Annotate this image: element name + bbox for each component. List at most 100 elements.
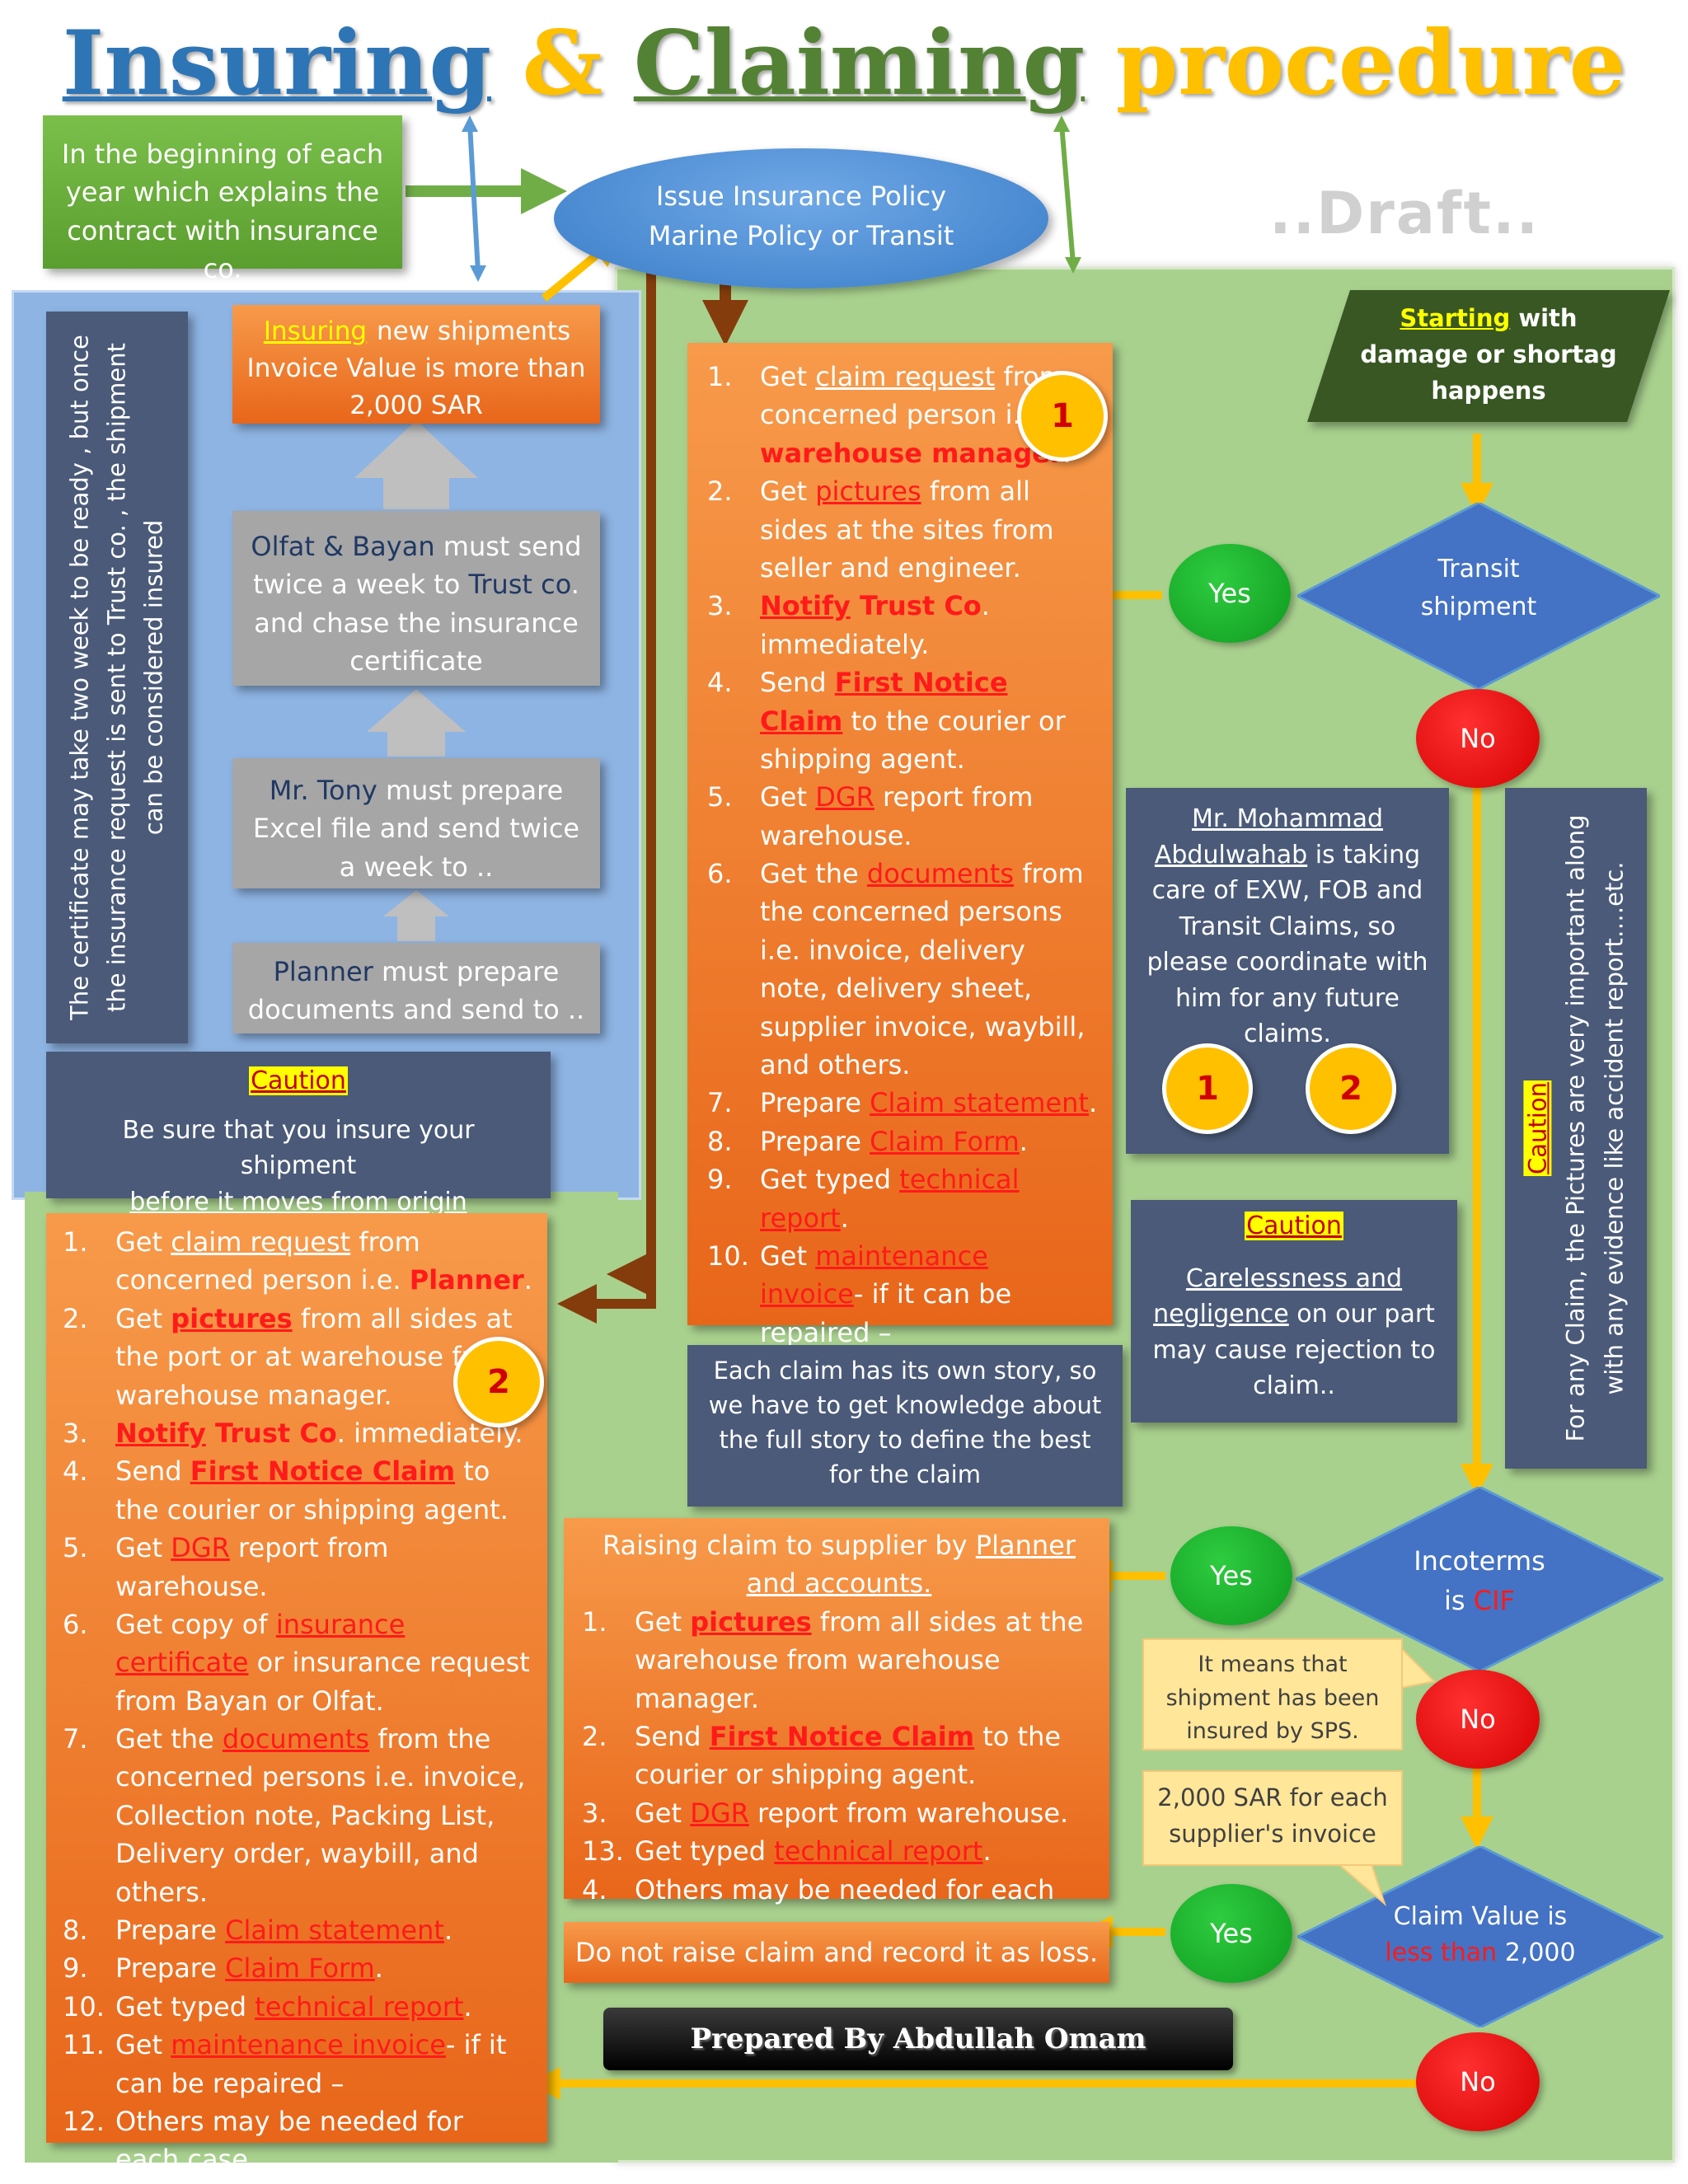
list-number: 5.: [63, 1532, 88, 1564]
list-number: 7.: [63, 1723, 88, 1755]
list-text-part: report from warehouse.: [760, 781, 1034, 851]
list-text-part: Get typed: [760, 1164, 900, 1196]
list-number: 11.: [63, 2029, 105, 2061]
incoterms-diamond: [1296, 1487, 1663, 1671]
list-text: Send First Notice Claim to the courier o…: [635, 1718, 1096, 1794]
list-item: 1. Get claim request from concerned perso…: [63, 1223, 534, 1300]
no-transit: No: [1416, 689, 1540, 788]
list-number: 5.: [707, 781, 733, 813]
list-text: Get DGR report from warehouse.: [115, 1529, 534, 1605]
list-text: Others may be needed for each case …: [115, 2102, 534, 2179]
insuring-rest: new shipments Invoice Value is more than…: [246, 316, 586, 420]
claim-value-amount: 2,000: [1497, 1938, 1576, 1967]
claim-value-less-than: less than: [1385, 1938, 1498, 1967]
list-number: 1.: [707, 361, 733, 392]
list-text-part: DGR: [171, 1532, 230, 1564]
list-text-part: Others may be needed for each case …: [115, 2105, 463, 2176]
list-text-part: Get copy of: [115, 1608, 276, 1640]
tony-name: Mr. Tony: [269, 775, 377, 806]
list-text-part: .: [840, 1202, 849, 1234]
list-item: 5. Get DGR report from warehouse.: [63, 1529, 534, 1605]
list-text-part: Claim Form: [870, 1125, 1020, 1157]
caution-label-2: Caution: [1245, 1212, 1343, 1240]
list-number: 6.: [707, 858, 733, 890]
claim-value-diamond: [1297, 1846, 1663, 2027]
caution-negligence-underline: Carelessness and negligence: [1153, 1263, 1403, 1329]
list-text-part: Get: [115, 1532, 171, 1564]
list-text-part: pictures: [171, 1302, 293, 1334]
list-number: 1.: [582, 1605, 607, 1638]
list-text: Get pictures from all sides at the sites…: [760, 472, 1100, 587]
title-word-insuring: Insuring: [62, 12, 492, 115]
list-text: Get claim request from concerned person …: [115, 1223, 534, 1300]
list-text: Get maintenance invoice- if it can be re…: [115, 2026, 534, 2102]
list-item: 11. Get maintenance invoice- if it can be…: [63, 2026, 534, 2102]
list-text-part: First Notice Claim: [760, 667, 1008, 737]
list-text-part: warehouse manager: [760, 437, 1063, 469]
list-text-part: documents: [866, 858, 1015, 890]
list-text-part: .: [463, 1990, 472, 2022]
list-text-part: Get: [760, 1240, 816, 1272]
list-item: 2.Send First Notice Claim to the courier…: [582, 1718, 1096, 1794]
arrow-green-double: [1059, 123, 1076, 265]
arrow-policy-to-list2: [557, 244, 656, 1324]
list-text-part: Get: [115, 1226, 171, 1258]
no-incoterms: No: [1416, 1670, 1540, 1769]
certificate-note-vertical: The certificate may take two week to be …: [46, 312, 188, 1043]
list-text-part: Get typed: [635, 1835, 775, 1868]
list-text-part: Planner: [409, 1264, 524, 1296]
list-text: Get the documents from the concerned per…: [760, 855, 1100, 1084]
transit-diamond: [1297, 503, 1660, 689]
olfat-text-2: . and chase the insurance certificate: [254, 569, 579, 677]
list-text-part: Trust Co: [205, 1417, 337, 1449]
mohammad-text: is taking care of EXW, FOB and Transit C…: [1146, 840, 1428, 1049]
list-text: Get typed technical report.: [115, 1988, 534, 2026]
olfat-bayan-name: Olfat & Bayan: [251, 531, 435, 562]
list-text: Prepare Claim statement.: [115, 1911, 534, 1949]
tony-text: must prepare Excel file and send twice a…: [252, 775, 580, 883]
planner-text: must prepare documents and send to ..: [247, 956, 585, 1026]
list-text: Get DGR report from warehouse.: [635, 1794, 1096, 1832]
list-item: 9.Get typed technical report.: [707, 1160, 1100, 1237]
arrow-blue-double: [467, 123, 481, 273]
list-number: 4.: [582, 1873, 607, 1905]
list-text-part: .: [443, 1915, 453, 1947]
list-number: 3.: [707, 590, 733, 622]
draft-watermark: ..Draft..: [1269, 180, 1540, 247]
list-text-part: maintenance invoice: [760, 1240, 988, 1310]
caution-insure-underline: before it moves from origin: [129, 1187, 467, 1216]
insuring-highlight: Insuring: [263, 316, 368, 346]
list-text-part: First Notice Claim: [709, 1720, 975, 1752]
list-text-part: DGR: [690, 1797, 749, 1829]
list-text: Get typed technical report.: [635, 1832, 1096, 1870]
issue-policy-ellipse: Issue Insurance Policy Marine Policy or …: [554, 148, 1048, 288]
title-word-and: &: [522, 12, 603, 115]
badge-2-mohammad: 2: [1306, 1043, 1396, 1134]
caution-insure-text: Be sure that you insure your shipment: [122, 1115, 475, 1181]
list-text-part: from all sides at the port or at warehou…: [115, 1302, 513, 1411]
list-text-part: pictures: [690, 1605, 812, 1638]
supplier-claim-box: Raising claim to supplier by Planner and…: [564, 1518, 1109, 1943]
list-text: Get typed technical report.: [760, 1160, 1100, 1237]
planner-name: Planner: [273, 956, 373, 987]
list-number: 8.: [707, 1125, 733, 1157]
list-text-part: Get: [760, 361, 816, 392]
incoterms-label: Incoterms is CIF: [1385, 1541, 1574, 1620]
claim-value-label: Claim Value is less than 2,000: [1368, 1899, 1592, 1971]
list-text-part: Send: [635, 1720, 710, 1752]
incoterms-line1: Incoterms: [1414, 1545, 1545, 1577]
list-text-part: Get: [760, 476, 816, 508]
list-item: 8.Prepare Claim statement.: [63, 1911, 534, 1949]
list-text-part: maintenance invoice: [171, 2029, 446, 2061]
list-text: Get maintenance invoice- if it can be re…: [760, 1237, 1100, 1352]
list-item: 8.Prepare Claim Form.: [707, 1122, 1100, 1160]
list-number: 6.: [63, 1608, 88, 1640]
supplier-heading-2: Planner and accounts.: [746, 1530, 1076, 1600]
list-item: 6.Get copy of insurance certificate or i…: [63, 1605, 534, 1720]
title-word-procedure: procedure: [1115, 12, 1626, 115]
yes-incoterms: Yes: [1170, 1526, 1292, 1625]
list-number: 3.: [582, 1797, 607, 1829]
list-number: 1.: [63, 1226, 88, 1258]
caution-insure-box: Caution Be sure that you insure your shi…: [46, 1052, 551, 1216]
